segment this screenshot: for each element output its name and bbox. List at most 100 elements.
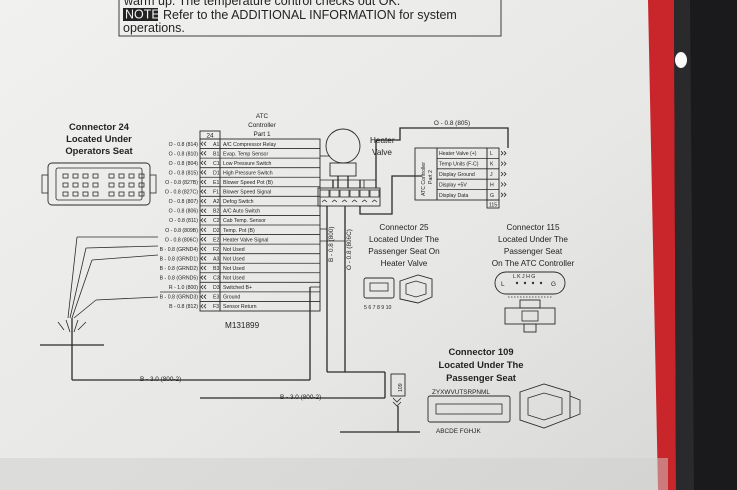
connector-24-pin	[128, 173, 135, 179]
atc1-pin-id: F2	[213, 247, 219, 253]
atc1-pin-function: Blower Speed Pot (B)	[223, 180, 273, 186]
connector-24-pin	[138, 182, 145, 188]
wire-label-800: B - 0.8 (800)	[328, 226, 335, 262]
terminal-chevron	[321, 199, 328, 203]
connector-24-pin	[128, 182, 135, 188]
atc1-pin-function: Cab Temp. Sensor	[223, 218, 266, 224]
atc1-pin-function: Ground	[223, 295, 240, 301]
terminal-chevron	[200, 284, 207, 290]
atc1-wire-label: O - 0.8 (809B)	[165, 228, 198, 234]
atc-controller-part-2: ATC Controller Part 2 Heater Valve (+)LT…	[414, 147, 507, 209]
atc1-wire-label: B - 0.8 (GRND1)	[160, 256, 199, 262]
connector-24-pin	[92, 173, 99, 179]
atc1-pin-id: C3	[213, 276, 220, 282]
connector-109-number: 109	[398, 383, 404, 392]
terminal-chevron	[200, 265, 207, 271]
atc1-wire-label: B - 0.8 (GRND4)	[160, 247, 199, 253]
connector-115-line-4: On The ATC Controller	[492, 259, 575, 268]
note-line-3: operations.	[123, 21, 185, 35]
connector-24-pin	[82, 173, 89, 179]
connector-24: Connector 24 Located Under Operators Sea…	[41, 121, 157, 206]
wire-label-806c: O - 0.8 (806C)	[346, 229, 353, 270]
heater-valve-label-2: Valve	[372, 148, 392, 157]
connector-115-line-2: Located Under The	[498, 235, 568, 244]
connector-115: Connector 115 Located Under The Passenge…	[492, 223, 575, 333]
atc2-title-2: Part 2	[428, 170, 434, 184]
atc-controller-part-1: ATC Controller Part 1 24 O - 0.8 (814)A1…	[160, 113, 321, 330]
connector-25-pin-cell	[329, 189, 340, 198]
wire-label-805: O - 0.8 (805)	[434, 120, 470, 127]
atc1-pin-function: Heater Valve Signal	[223, 237, 268, 243]
connector-25-line-3: Passenger Seat On	[368, 247, 440, 256]
atc1-pin-function: Not Used	[223, 266, 245, 272]
atc1-pin-function: Evap. Temp Sensor	[223, 151, 268, 157]
atc1-pin-function: Not Used	[223, 276, 245, 282]
atc1-pin-id: C2	[213, 218, 220, 224]
atc1-pin-id: D1	[213, 170, 220, 176]
connector-25-pin-cell	[319, 189, 330, 198]
terminal-chevron	[200, 198, 207, 204]
connector-24-line-2: Located Under	[66, 133, 132, 144]
atc1-wire-label: B - 0.8 (GRND3)	[160, 295, 199, 301]
atc2-pin-id: H	[490, 182, 494, 188]
connector-24-pin	[62, 182, 69, 188]
terminal-chevron	[200, 170, 207, 175]
connector-24-pin	[108, 182, 115, 188]
atc2-pin-function: Display Ground	[439, 172, 475, 178]
terminal-chevron	[200, 237, 207, 242]
note-line-2: Refer to the ADDITIONAL INFORMATION for …	[163, 8, 457, 22]
atc1-pin-id: B2	[213, 209, 219, 215]
paper-page	[0, 0, 672, 490]
atc1-pin-id: A2	[213, 199, 219, 205]
atc2-pin-function: Heater Valve (+)	[439, 151, 477, 157]
atc1-pin-id: C1	[213, 161, 220, 167]
atc1-pin-id: B3	[213, 266, 219, 272]
connector-24-pin	[138, 191, 145, 197]
connector-115-pin-l: L	[501, 281, 505, 288]
note-line-1: warm up. The temperature control checks …	[123, 0, 400, 8]
atc1-wire-label: O - 0.8 (807)	[169, 199, 199, 205]
red-page-edge	[648, 0, 676, 490]
atc1-wire-label: O - 0.8 (806)	[169, 209, 199, 215]
atc1-wire-label: O - 0.8 (810)	[169, 151, 199, 157]
atc1-pin-function: Not Used	[223, 247, 245, 253]
connector-25-pin-cell	[369, 189, 380, 198]
atc1-wire-label: B - 0.8 (GRND5)	[160, 276, 199, 282]
atc2-pin-id: G	[490, 193, 494, 199]
atc1-wire-label: O - 0.8 (811)	[169, 218, 198, 224]
terminal-chevron	[200, 275, 207, 280]
connector-115-line-3: Passenger Seat	[504, 247, 563, 256]
terminal-chevron	[351, 199, 358, 203]
connector-109-bottom-pins: ABCDE FGHJK	[436, 428, 481, 435]
atc2-pin-function: Display +5V	[439, 182, 467, 188]
atc1-wire-label: O - 0.8 (827B)	[165, 180, 198, 186]
terminal-chevron	[200, 208, 207, 213]
connector-25-pin-numbers: 5 6 7 8 9 10	[364, 305, 392, 311]
connector-25: Connector 25 Located Under The Passenger…	[363, 223, 440, 311]
connector-24-pin	[92, 182, 99, 188]
connector-109-symbol	[390, 373, 406, 397]
atc1-pin-function: Sensor Return	[223, 304, 257, 310]
connector-24-pin	[72, 182, 79, 188]
connector-115-pin-letters: L K J H G	[513, 274, 535, 280]
connector-25-pin-cells	[319, 189, 380, 203]
terminal-chevron	[200, 256, 207, 261]
terminal-chevron	[200, 160, 207, 166]
connector-24-pin	[118, 191, 125, 197]
terminal-chevron	[331, 199, 338, 203]
terminal-chevron	[500, 150, 507, 156]
connector-24-pin	[108, 191, 115, 197]
atc1-wire-label: R - 1.0 (800)	[169, 285, 198, 291]
terminal-chevron	[200, 303, 207, 309]
binder-hole	[675, 52, 687, 68]
connector-109-top-pins: ZYXWVUTSRPNML	[432, 389, 490, 396]
atc1-wire-label: B - 0.8 (GRND2)	[160, 266, 199, 272]
atc1-pin-id: F1	[213, 190, 219, 196]
connector-24-pin	[118, 173, 125, 179]
connector-25-line-2: Located Under The	[369, 235, 439, 244]
connector-109: Connector 109 Located Under The Passenge…	[200, 346, 581, 435]
terminal-chevron	[500, 171, 507, 177]
atc1-pin-id: E3	[213, 295, 219, 301]
